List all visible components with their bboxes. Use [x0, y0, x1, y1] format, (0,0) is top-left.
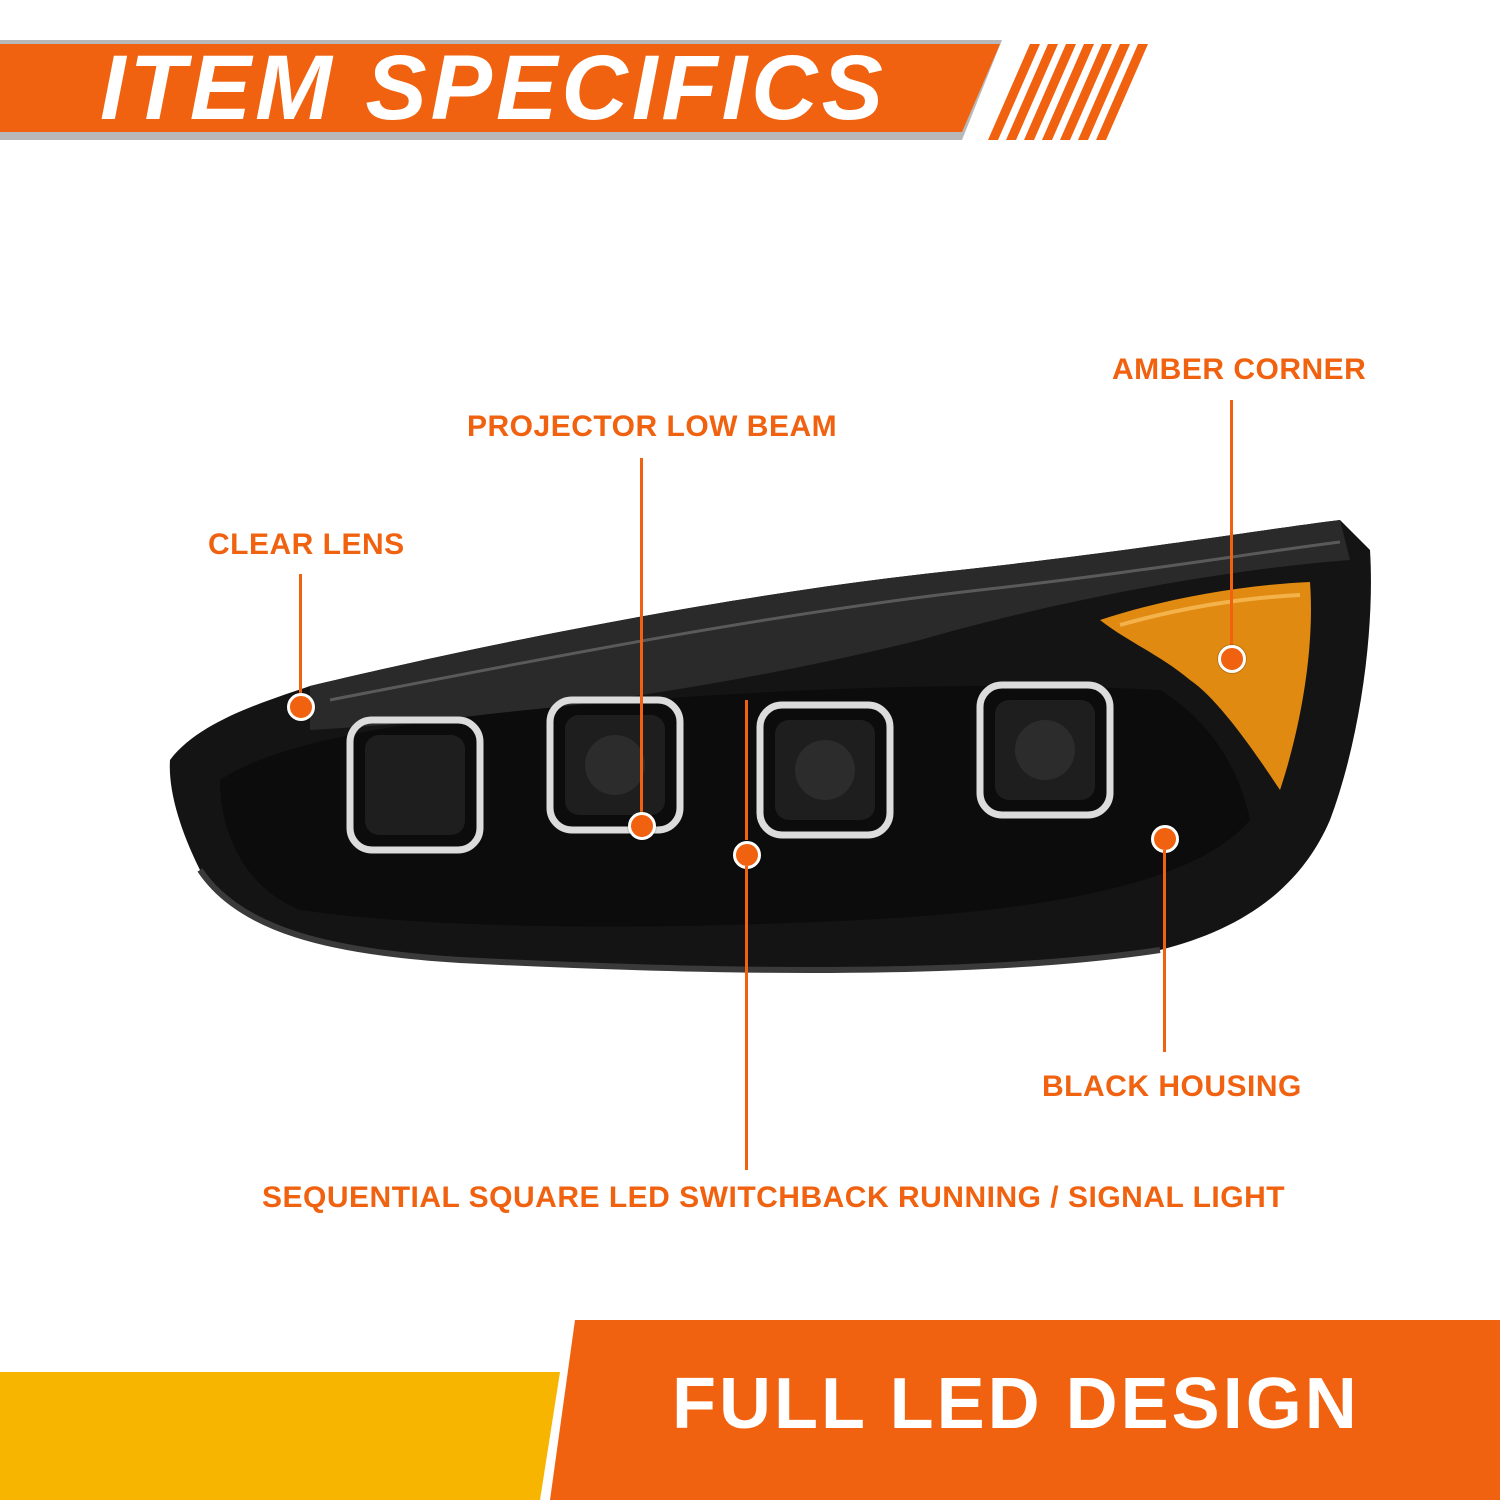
clear-lens-label: CLEAR LENS: [208, 528, 405, 561]
header-stripes: [988, 44, 1148, 140]
clear-lens-leader: [299, 574, 302, 694]
clear-lens-marker: [287, 693, 315, 721]
black-housing-marker: [1151, 825, 1179, 853]
amber-corner-label: AMBER CORNER: [1112, 353, 1367, 386]
sequential-led-marker: [733, 841, 761, 869]
projector-low-beam-marker: [628, 812, 656, 840]
black-housing-label: BLACK HOUSING: [1042, 1070, 1302, 1103]
sequential-led-leader: [745, 866, 748, 1170]
sequential-led-label: SEQUENTIAL SQUARE LED SWITCHBACK RUNNING…: [262, 1181, 1286, 1214]
amber-corner-shape: [1100, 582, 1311, 790]
amber-corner-leader: [1230, 400, 1233, 655]
headlight-image: [169, 520, 1371, 973]
page-title: ITEM SPECIFICS: [100, 37, 887, 139]
header-banner: [0, 40, 1148, 140]
black-housing-leader: [1163, 850, 1166, 1052]
projector-low-beam-leader: [640, 458, 643, 813]
footer-title: FULL LED DESIGN: [672, 1364, 1360, 1444]
sequential-led-leader-top: [745, 700, 748, 840]
footer-banner: [0, 1320, 1500, 1500]
projector-low-beam-label: PROJECTOR LOW BEAM: [467, 410, 838, 443]
amber-corner-marker: [1218, 645, 1246, 673]
